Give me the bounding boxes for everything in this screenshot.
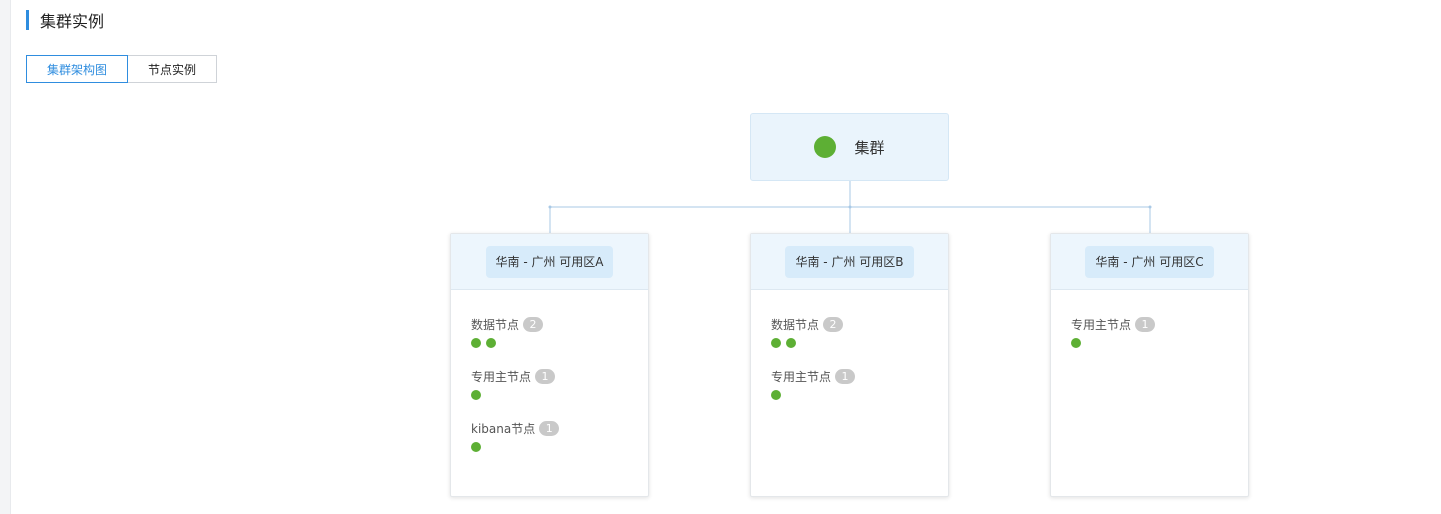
connector-joint-a [548, 205, 552, 209]
node-group-label: 专用主节点 [1071, 317, 1132, 332]
node-count-badge: 2 [823, 316, 844, 332]
node-status-dot[interactable] [771, 390, 781, 400]
node-dots [771, 338, 948, 348]
node-dots [471, 338, 648, 348]
section-title: 集群实例 [40, 11, 105, 31]
zone-body: 专用主节点 1 [1051, 290, 1248, 348]
zone-name-chip[interactable]: 华南 - 广州 可用区B [785, 245, 914, 278]
zone-header: 华南 - 广州 可用区C [1051, 234, 1248, 290]
node-status-dot[interactable] [786, 338, 796, 348]
zone-header: 华南 - 广州 可用区B [751, 234, 948, 290]
node-group-header: 数据节点 2 [471, 316, 648, 332]
section-header: 集群实例 [26, 9, 105, 31]
node-status-dot[interactable] [471, 442, 481, 452]
connector-joint-c [1148, 205, 1152, 209]
node-group-header: 专用主节点 1 [1071, 316, 1248, 332]
node-group-master: 专用主节点 1 [471, 368, 648, 400]
node-group-kibana: kibana节点 1 [471, 420, 648, 452]
view-tabs: 集群架构图 节点实例 [26, 55, 217, 83]
cluster-status-dot [814, 136, 837, 158]
connector-joint-b [848, 205, 852, 209]
node-group-header: 专用主节点 1 [771, 368, 948, 384]
node-status-dot[interactable] [486, 338, 496, 348]
node-status-dot[interactable] [1071, 338, 1081, 348]
node-group-label: 数据节点 [471, 317, 520, 332]
left-rail [0, 0, 11, 514]
zone-card-a: 华南 - 广州 可用区A 数据节点 2 专用主节点 1 kibana节点 [450, 233, 649, 497]
node-group-header: 专用主节点 1 [471, 368, 648, 384]
zone-body: 数据节点 2 专用主节点 1 kibana节点 1 [451, 290, 648, 452]
node-group-master: 专用主节点 1 [771, 368, 948, 400]
node-status-dot[interactable] [471, 338, 481, 348]
zone-header: 华南 - 广州 可用区A [451, 234, 648, 290]
node-dots [471, 442, 648, 452]
node-status-dot[interactable] [771, 338, 781, 348]
zone-card-b: 华南 - 广州 可用区B 数据节点 2 专用主节点 1 [750, 233, 949, 497]
tab-architecture[interactable]: 集群架构图 [26, 55, 128, 83]
node-group-header: 数据节点 2 [771, 316, 948, 332]
node-group-label: 专用主节点 [471, 369, 532, 384]
node-group-label: kibana节点 [471, 421, 536, 436]
cluster-node[interactable]: 集群 [750, 113, 949, 181]
node-count-badge: 1 [535, 368, 556, 384]
node-group-master: 专用主节点 1 [1071, 316, 1248, 348]
node-group-data: 数据节点 2 [771, 316, 948, 348]
node-status-dot[interactable] [471, 390, 481, 400]
zone-name-chip[interactable]: 华南 - 广州 可用区C [1085, 245, 1214, 278]
zone-name-chip[interactable]: 华南 - 广州 可用区A [485, 245, 614, 278]
node-count-badge: 2 [523, 316, 544, 332]
tab-node-instances[interactable]: 节点实例 [127, 55, 217, 83]
node-dots [1071, 338, 1248, 348]
node-group-label: 专用主节点 [771, 369, 832, 384]
zone-body: 数据节点 2 专用主节点 1 [751, 290, 948, 400]
zone-card-c: 华南 - 广州 可用区C 专用主节点 1 [1050, 233, 1249, 497]
section-accent-bar [26, 9, 29, 30]
node-dots [771, 390, 948, 400]
cluster-label: 集群 [854, 138, 885, 157]
node-count-badge: 1 [1135, 316, 1156, 332]
node-group-label: 数据节点 [771, 317, 820, 332]
node-dots [471, 390, 648, 400]
node-group-header: kibana节点 1 [471, 420, 648, 436]
node-count-badge: 1 [835, 368, 856, 384]
node-count-badge: 1 [539, 420, 560, 436]
node-group-data: 数据节点 2 [471, 316, 648, 348]
